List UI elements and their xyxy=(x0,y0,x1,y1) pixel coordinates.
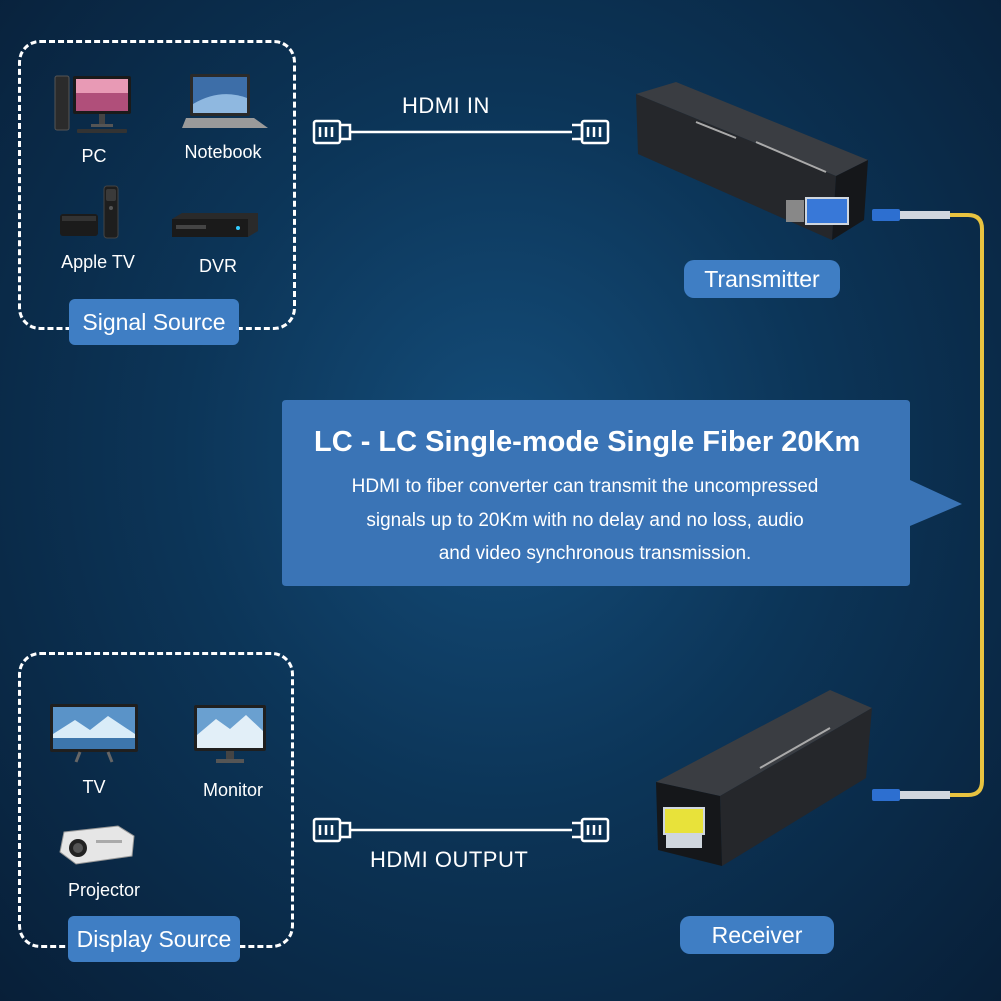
desktop-pc-icon xyxy=(54,75,131,133)
callout-line-1: HDMI to fiber converter can transmit the… xyxy=(351,476,819,497)
device-label-monitor: Monitor xyxy=(202,780,264,800)
callout-line-3: and video synchronous transmission. xyxy=(438,543,752,564)
hdmi-output-label: HDMI OUTPUT xyxy=(370,847,529,872)
hdmi-in-label: HDMI IN xyxy=(402,93,490,118)
dvr-icon xyxy=(172,213,258,237)
device-label-notebook: Notebook xyxy=(184,142,262,162)
receiver-device-icon xyxy=(656,690,872,866)
apple-tv-icon xyxy=(60,185,119,239)
device-label-tv: TV xyxy=(82,777,106,797)
transmitter-label: Transmitter xyxy=(684,260,840,298)
receiver-label: Receiver xyxy=(680,916,834,954)
device-label-pc: PC xyxy=(81,146,107,166)
callout-title: LC - LC Single-mode Single Fiber 20Km xyxy=(314,426,861,458)
hdmi-in-cable xyxy=(312,119,610,145)
callout-box xyxy=(282,400,962,586)
signal-source-label: Signal Source xyxy=(69,299,239,345)
device-label-dvr: DVR xyxy=(198,256,237,276)
hdmi-output-cable xyxy=(312,817,610,843)
transmitter-device-icon xyxy=(636,82,868,240)
monitor-icon xyxy=(194,705,266,763)
callout-line-2: signals up to 20Km with no delay and no … xyxy=(366,510,804,531)
device-label-projector: Projector xyxy=(67,880,141,900)
display-source-label: Display Source xyxy=(68,916,240,962)
tv-icon xyxy=(50,704,138,763)
fiber-cable xyxy=(872,209,984,801)
device-label-apple-tv: Apple TV xyxy=(61,252,135,272)
projector-icon xyxy=(59,825,135,865)
laptop-icon xyxy=(182,74,268,128)
